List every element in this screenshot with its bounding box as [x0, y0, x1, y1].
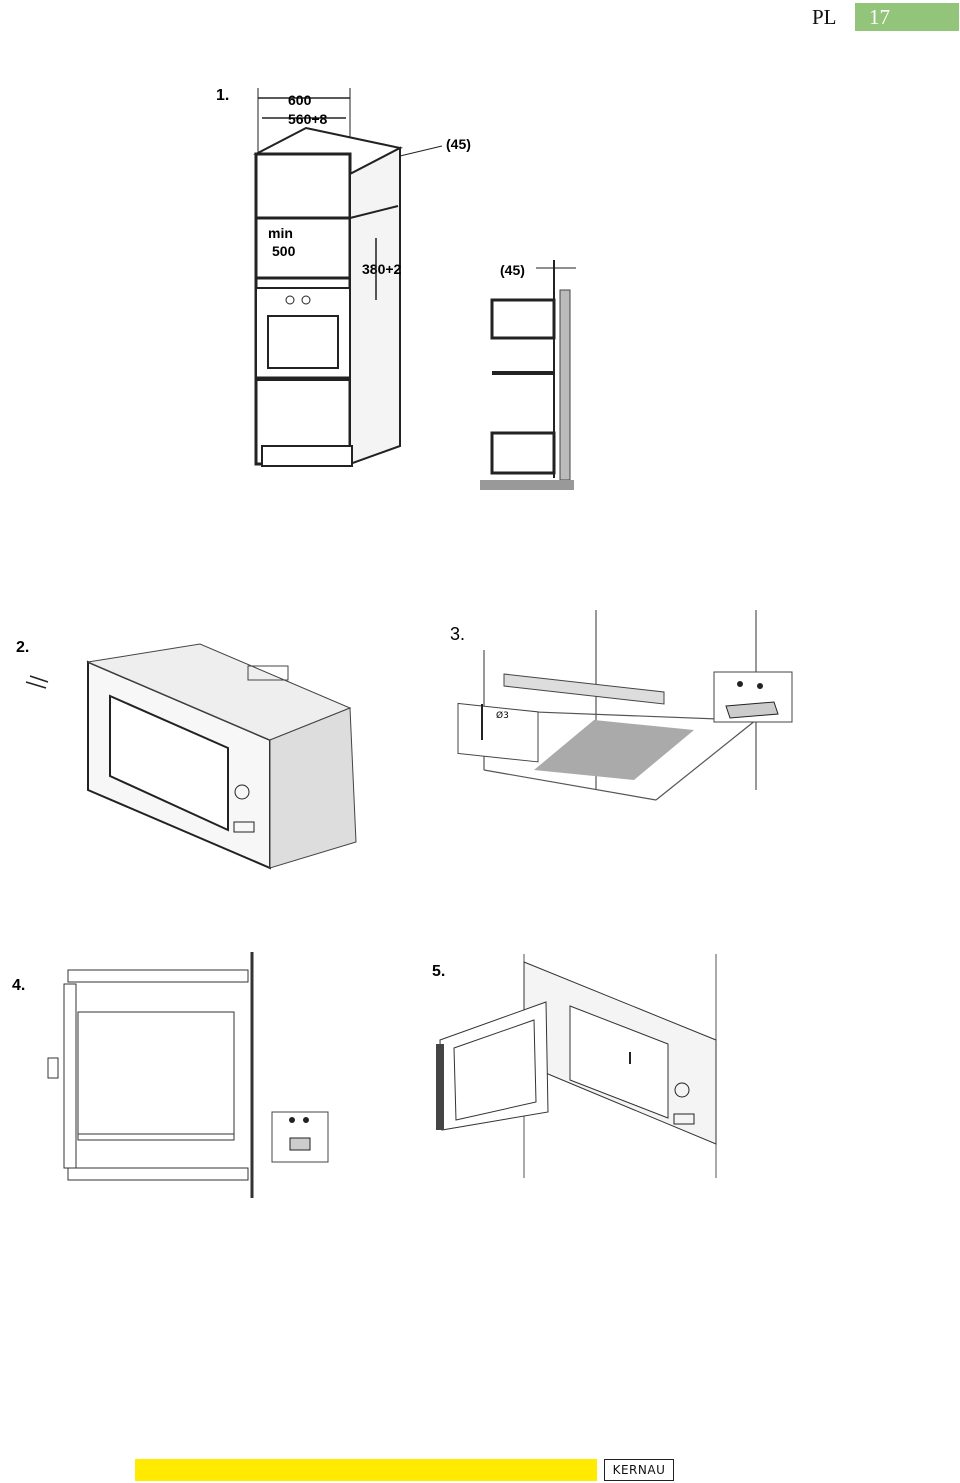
inner-width-label: 560+8	[288, 111, 328, 127]
figure-1-cabinet-dimensions: 1. 600 560+8 (45) min 500 380+2 (45)	[210, 78, 610, 498]
top-gap-label: (45)	[446, 136, 471, 152]
figure-5-step-label: 5.	[432, 963, 445, 980]
language-code: PL	[812, 5, 837, 29]
figure-2-step-label: 2.	[16, 639, 29, 656]
hole-diameter-label: Ø3	[496, 710, 509, 721]
side-gap-label: (45)	[500, 262, 525, 278]
brand-logo: KERNAU	[604, 1459, 674, 1481]
figure-4-side-section: 4.	[6, 948, 336, 1206]
page-number: 17	[855, 3, 959, 31]
figure-5-open-door: 5.	[424, 954, 724, 1180]
figure-2-appliance: 2.	[0, 622, 370, 882]
width-600-label: 600	[288, 92, 312, 108]
figure-3-step-label: 3.	[450, 624, 465, 644]
depth-500-label: 500	[272, 243, 296, 259]
min-label: min	[268, 225, 293, 241]
figure-1-step-label: 1.	[216, 87, 229, 104]
height-label: 380+2	[362, 261, 402, 277]
figure-3-bracket-mounting: 3. Ø3	[444, 610, 804, 820]
footer-color-bar	[135, 1459, 597, 1481]
figure-4-step-label: 4.	[12, 977, 25, 994]
